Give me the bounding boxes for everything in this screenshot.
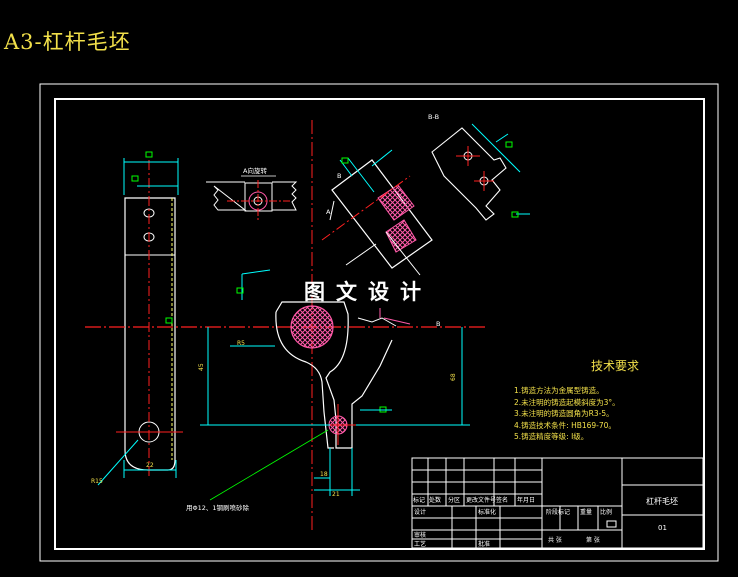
tech-item: 5.铸造精度等级: Ⅰ级。 — [514, 432, 589, 441]
tech-item: 2.未注明的铸造起模斜度为3°。 — [514, 397, 620, 407]
view-letter-b1: B — [337, 172, 341, 180]
tb-design: 设计 — [414, 508, 426, 516]
tech-requirements-title: 技术要求 — [591, 359, 640, 373]
tb-part-name: 杠杆毛坯 — [646, 496, 678, 506]
tb-sheets-total: 共 张 — [548, 536, 562, 544]
tb-approve: 批准 — [478, 540, 490, 548]
tb-signature: 签名 — [496, 496, 508, 504]
dim-18: 18 — [320, 471, 328, 478]
aux-view-a: A向旋转 — [206, 166, 298, 222]
tb-process: 工艺 — [414, 540, 426, 548]
tb-zone: 分区 — [448, 496, 460, 504]
tb-standardize: 标准化 — [478, 508, 496, 516]
tb-weight: 重量 — [580, 508, 592, 516]
aux-view-label: A向旋转 — [243, 166, 267, 175]
dim-22: 22 — [146, 462, 154, 469]
tb-sheet-no: 第 张 — [586, 536, 600, 544]
tb-date: 年月日 — [517, 496, 535, 504]
front-view: B R5 45 68 18 21 用Φ12、1钢刷喷砂除 — [186, 269, 470, 512]
angled-view: B A — [321, 149, 433, 276]
tb-change-doc: 更改文件号 — [466, 496, 496, 504]
tech-item: 4.铸造技术条件: HB169-70。 — [514, 420, 616, 430]
leader-note: 用Φ12、1钢刷喷砂除 — [186, 503, 250, 512]
dim-21: 21 — [332, 491, 340, 498]
section-label: B-B — [428, 113, 439, 121]
tb-drawing-no: 01 — [658, 524, 667, 532]
dim-45: 45 — [198, 363, 205, 371]
tb-stage-mark: 阶段标记 — [546, 508, 570, 516]
outer-frame — [39, 83, 719, 562]
tech-item: 3.未注明的铸造圆角为R3-5。 — [514, 409, 614, 418]
title-block — [411, 457, 704, 549]
section-view-bb: B-B — [428, 113, 530, 221]
watermark: 图文设计 — [304, 280, 432, 304]
dim-r5: R5 — [237, 340, 245, 347]
tb-scale: 比例 — [600, 508, 612, 516]
tb-count: 处数 — [429, 496, 441, 504]
dim-68: 68 — [450, 373, 457, 381]
tb-review: 审核 — [414, 531, 426, 539]
side-view: 22 R15 — [91, 151, 183, 486]
tech-item: 1.铸造方法为金属型铸造。 — [514, 386, 604, 395]
view-letter-a: A — [326, 208, 331, 216]
inner-frame — [54, 98, 705, 550]
boss-hatch — [290, 305, 334, 349]
tech-requirements-list: 1.铸造方法为金属型铸造。 2.未注明的铸造起模斜度为3°。 3.未注明的铸造圆… — [514, 385, 620, 443]
view-letter-b2: B — [436, 320, 440, 328]
dim-r15: R15 — [91, 478, 103, 485]
tb-mark: 标记 — [413, 496, 425, 504]
page-title: A3-杠杆毛坯 — [4, 30, 131, 54]
